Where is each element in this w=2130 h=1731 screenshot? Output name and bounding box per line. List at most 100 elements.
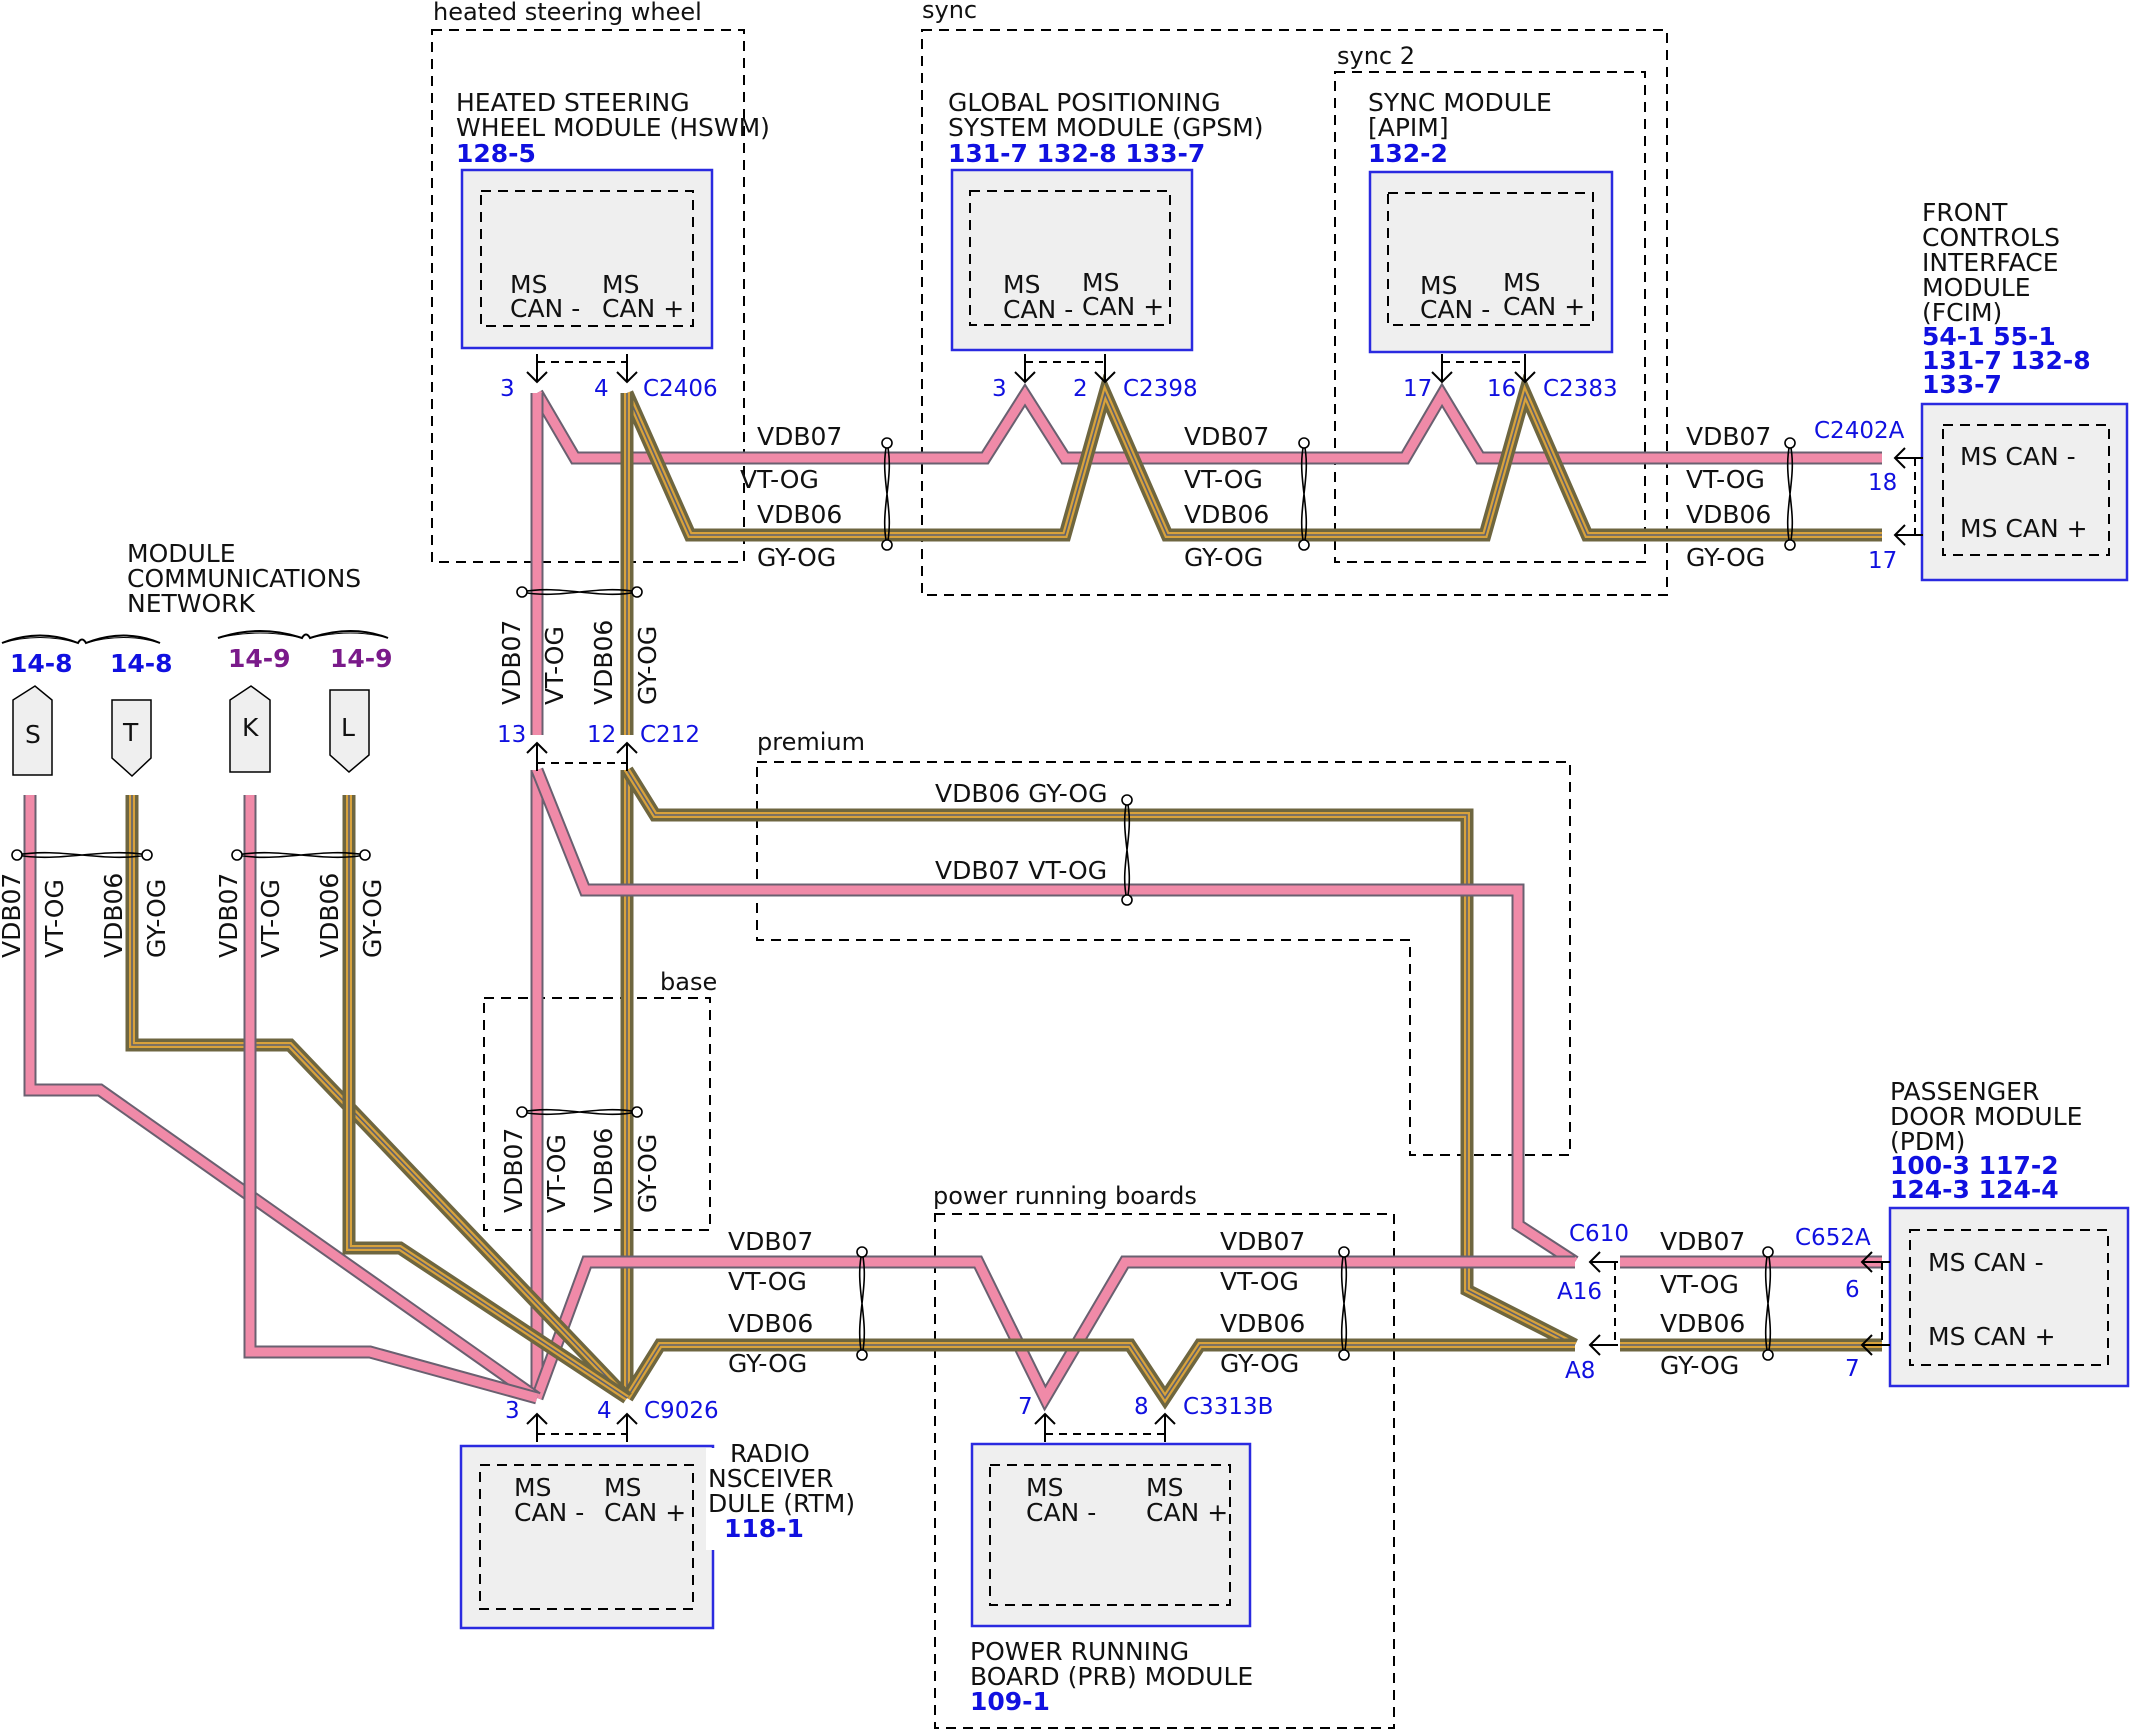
- module-fcim[interactable]: FRONT CONTROLS INTERFACE MODULE (FCIM) 5…: [1814, 198, 2129, 582]
- network-title-1: MODULE: [127, 539, 236, 568]
- arrow-apim-a: [1431, 354, 1453, 384]
- network-connector-t[interactable]: T: [122, 718, 139, 747]
- gpsm-connector: C2398: [1123, 376, 1198, 402]
- module-fcim-name-3: INTERFACE: [1922, 248, 2059, 277]
- fcim-connector: C2402A: [1814, 418, 1905, 444]
- wire-vdb06-premium-layer2: [626, 769, 1576, 1346]
- vwire-vdb07-k: VDB07: [214, 873, 243, 958]
- module-apim-name-2: [APIM]: [1368, 113, 1449, 142]
- network-ref-k[interactable]: 14-9: [228, 644, 291, 673]
- twist-k-l-end-0: [231, 849, 243, 861]
- module-hswm-name-1: HEATED STEERING: [456, 88, 690, 117]
- group-heated-steering-wheel-box: [431, 29, 745, 563]
- module-hswm-box: [460, 168, 714, 350]
- module-pdm[interactable]: PASSENGER DOOR MODULE (PDM) 100-3 117-2 …: [1795, 1077, 2130, 1388]
- module-prb-ref[interactable]: 109-1: [970, 1687, 1050, 1716]
- module-hswm-ref[interactable]: 128-5: [456, 139, 536, 168]
- module-fcim-box: [1920, 402, 2129, 582]
- network-connector-s[interactable]: S: [25, 720, 41, 749]
- c212-pin-a: 13: [497, 722, 526, 748]
- rtm-can-plus-bottom: CAN +: [604, 1498, 686, 1527]
- module-pdm-ref-2[interactable]: 124-3 124-4: [1890, 1175, 2059, 1204]
- inline-connector-c610[interactable]: C610 A16 A8: [1557, 1221, 1629, 1384]
- network-title-2: COMMUNICATIONS: [127, 564, 361, 593]
- module-rtm-name-2: NSCEIVER: [708, 1464, 833, 1493]
- wire-label-vdb06-2: VDB06: [1184, 500, 1269, 529]
- network-ref-l[interactable]: 14-9: [330, 644, 393, 673]
- network-ref-t[interactable]: 14-8: [110, 649, 173, 678]
- vwire-vdb06-l: VDB06: [315, 873, 344, 958]
- wire-label-vtog-2: VT-OG: [1184, 465, 1263, 494]
- module-apim[interactable]: SYNC MODULE [APIM] 132-2 MS CAN - MS CAN…: [1368, 88, 1618, 402]
- apim-can-plus-bottom: CAN +: [1503, 292, 1585, 321]
- module-prb-name-1: POWER RUNNING: [970, 1637, 1189, 1666]
- apim-connector: C2383: [1543, 376, 1618, 402]
- twist-pdm-end-1: [1762, 1349, 1774, 1361]
- twist-c212: [521, 588, 638, 596]
- apim-can-minus-bottom: CAN -: [1420, 295, 1490, 324]
- network-ref-s[interactable]: 14-8: [10, 649, 73, 678]
- module-gpsm-ref[interactable]: 131-7 132-8 133-7: [948, 139, 1205, 168]
- group-sync2-label: sync 2: [1337, 42, 1415, 70]
- module-prb-name-2: BOARD (PRB) MODULE: [970, 1662, 1253, 1691]
- module-rtm-label-backdrop: [706, 1448, 836, 1550]
- twist-s-t-end-1: [141, 849, 153, 861]
- prb-can-minus-top: MS: [1026, 1473, 1063, 1502]
- apim-can-minus-top: MS: [1420, 271, 1457, 300]
- wire-vdb06-l-layer2: [348, 795, 628, 1399]
- fcim-pin-a: 18: [1868, 470, 1897, 496]
- network-brace-purple: [217, 630, 389, 640]
- arrow-c610-b: [1588, 1334, 1618, 1356]
- connector-arrows: [526, 354, 1923, 1442]
- module-fcim-name-4: MODULE: [1922, 273, 2031, 302]
- module-apim-ref[interactable]: 132-2: [1368, 139, 1448, 168]
- gpsm-can-minus-top: MS: [1003, 270, 1040, 299]
- inline-connector-c212[interactable]: 13 12 C212: [497, 722, 700, 748]
- vwire-vdb07-c212: VDB07: [497, 620, 526, 705]
- wire-label-vdb07-vtog: VDB07 VT-OG: [935, 856, 1107, 885]
- network-connector-k[interactable]: K: [242, 713, 259, 742]
- module-fcim-ref-2[interactable]: 131-7 132-8: [1922, 346, 2091, 375]
- module-fcim-ref-1[interactable]: 54-1 55-1: [1922, 322, 2056, 351]
- module-communications-network: MODULE COMMUNICATIONS NETWORK 14-8 14-8 …: [1, 539, 393, 778]
- prb-can-plus-top: MS: [1146, 1473, 1183, 1502]
- hswm-pin-a: 3: [500, 376, 515, 402]
- module-gpsm-box: [950, 168, 1194, 352]
- gpsm-can-plus-top: MS: [1082, 268, 1119, 297]
- vwire-vtog-s: VT-OG: [40, 879, 69, 958]
- gpsm-can-minus-bottom: CAN -: [1003, 295, 1073, 324]
- module-gpsm[interactable]: GLOBAL POSITIONING SYSTEM MODULE (GPSM) …: [948, 88, 1263, 402]
- wire-label-gyog-2: GY-OG: [1184, 543, 1263, 572]
- twist-prb-1: [858, 1251, 866, 1356]
- fcim-can-minus: MS CAN -: [1960, 442, 2076, 471]
- network-connector-s-shape: [12, 685, 53, 776]
- module-apim-box: [1368, 170, 1614, 354]
- group-sync-label: sync: [922, 0, 977, 24]
- wire-label-vtog-4: VT-OG: [728, 1267, 807, 1296]
- arrow-apim-b: [1514, 354, 1536, 384]
- twist-prb-1-end-0: [856, 1246, 868, 1258]
- module-prb[interactable]: MS CAN - MS CAN + POWER RUNNING BOARD (P…: [970, 1394, 1273, 1716]
- network-connector-l[interactable]: L: [341, 713, 355, 742]
- pdm-can-minus: MS CAN -: [1928, 1248, 2044, 1277]
- group-premium-box: [756, 761, 1571, 1156]
- vwire-gyog-c212: GY-OG: [633, 626, 662, 705]
- group-boxes: heated steering wheel sync sync 2 premiu…: [431, 0, 1668, 1729]
- module-rtm-name-1: RADIO: [730, 1439, 810, 1468]
- group-power-running-boards-label: power running boards: [933, 1182, 1197, 1210]
- pdm-pin-b: 7: [1845, 1356, 1860, 1382]
- module-rtm-ref[interactable]: 118-1: [724, 1514, 804, 1543]
- gpsm-pin-a: 3: [992, 376, 1007, 402]
- module-fcim-ref-3[interactable]: 133-7: [1922, 370, 2002, 399]
- arrow-hswm-b: [616, 354, 638, 384]
- module-rtm[interactable]: RADIO NSCEIVER DULE (RTM) 118-1 MS CAN -…: [459, 1398, 855, 1630]
- hswm-can-plus-top: MS: [602, 270, 639, 299]
- twist-top-1-end-0: [881, 437, 893, 449]
- module-pdm-ref-1[interactable]: 100-3 117-2: [1890, 1151, 2059, 1180]
- arrow-hswm-a: [526, 354, 548, 384]
- module-hswm[interactable]: HEATED STEERING WHEEL MODULE (HSWM) 128-…: [456, 88, 770, 402]
- prb-pin-b: 8: [1134, 1394, 1149, 1420]
- pdm-can-plus: MS CAN +: [1928, 1322, 2056, 1351]
- module-pdm-name-3: (PDM): [1890, 1127, 1965, 1156]
